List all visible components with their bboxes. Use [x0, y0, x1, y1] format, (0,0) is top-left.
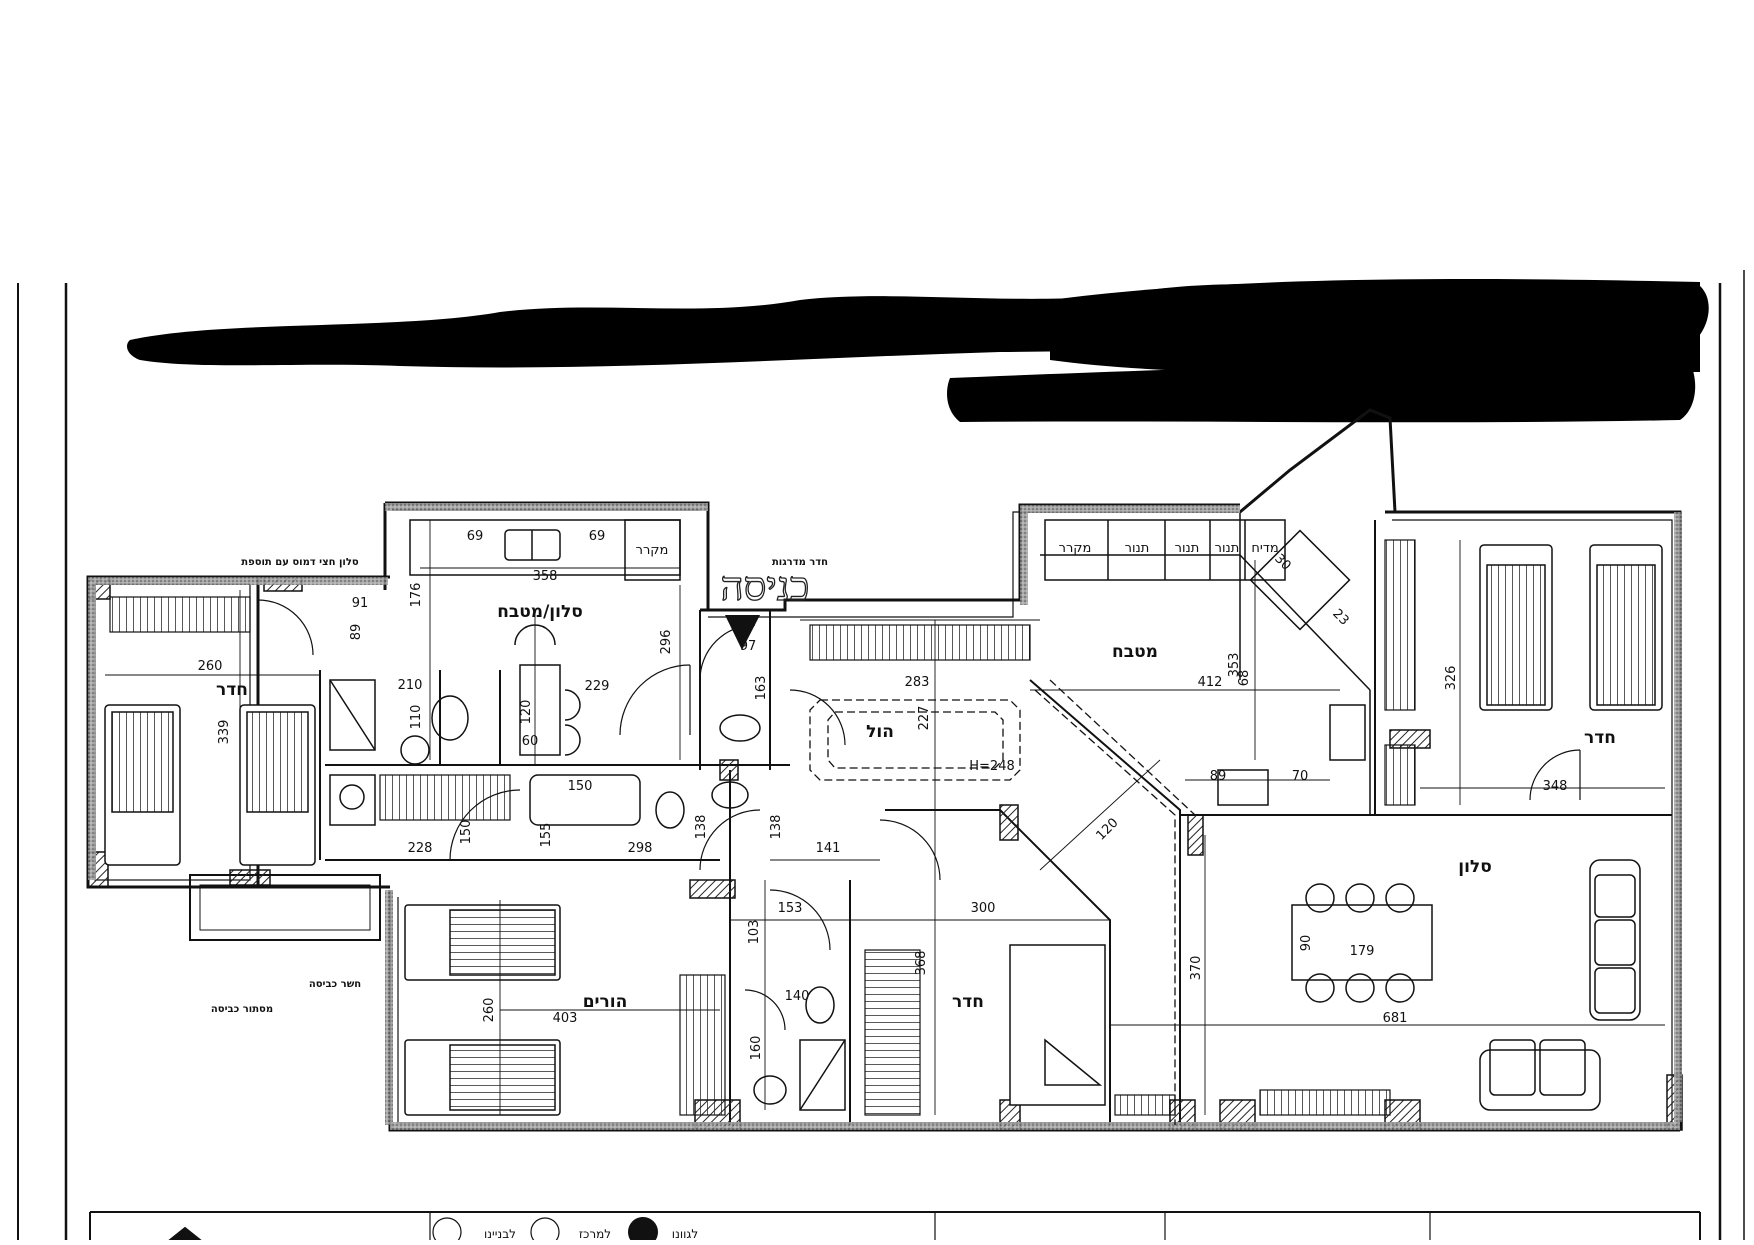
oven-label-1: תנור	[1125, 541, 1150, 556]
dim-69a: 69	[467, 529, 484, 544]
dining	[514, 624, 1433, 1003]
dim-90: 90	[1299, 935, 1314, 952]
dim-353: 353	[1227, 653, 1242, 678]
dim-229: 229	[585, 679, 610, 694]
dim-138b: 138	[769, 815, 784, 840]
dimension-lines	[105, 520, 1665, 1115]
dim-326: 326	[1444, 666, 1459, 691]
doors	[257, 599, 1581, 1031]
dim-160: 160	[749, 1036, 764, 1061]
dim-155: 155	[539, 823, 554, 848]
room-label-living-kitchen: סלון/מטבח	[497, 602, 583, 622]
dim-176: 176	[409, 583, 424, 608]
dim-403: 403	[553, 1011, 578, 1026]
wall-texture	[88, 503, 1682, 1130]
dim-296: 296	[659, 630, 674, 655]
dim-339: 339	[217, 720, 232, 745]
dim-23: 23	[1329, 606, 1351, 628]
legend-item-2: למרכז	[579, 1227, 611, 1240]
dim-163: 163	[754, 676, 769, 701]
dim-300: 300	[971, 901, 996, 916]
dim-97: 97	[740, 639, 757, 654]
title-block	[89, 1211, 1701, 1245]
beds	[104, 544, 1663, 1116]
dim-179: 179	[1350, 944, 1375, 959]
room-label-center: חדר	[952, 992, 984, 1012]
dim-368: 368	[914, 951, 929, 976]
dishwasher-label: מדיח	[1251, 541, 1278, 556]
dim-138a: 138	[694, 815, 709, 840]
dim-91: 91	[352, 596, 369, 611]
dim-260b: 260	[482, 998, 497, 1023]
dim-150b: 150	[459, 820, 474, 845]
room-label-living: סלון	[1458, 857, 1492, 877]
room-label-hall: הול	[866, 722, 894, 742]
dim-68: 68	[1237, 670, 1252, 687]
sofas	[1479, 859, 1641, 1111]
fixtures	[329, 679, 846, 1111]
dim-210: 210	[398, 678, 423, 693]
entrance-label: כניסה	[721, 564, 810, 610]
dim-89b: 89	[1210, 769, 1227, 784]
dim-103: 103	[747, 920, 762, 945]
dim-370: 370	[1189, 956, 1204, 981]
kitchen-fridge-label: מקרר	[1059, 541, 1092, 556]
oven-label-3: תנור	[1215, 541, 1240, 556]
dim-110: 110	[409, 705, 424, 730]
laundry-label-2: חשר כביסה	[309, 979, 361, 990]
dim-140: 140	[785, 989, 810, 1004]
legend-item-3: לגוונו	[672, 1227, 698, 1240]
hall-rug	[809, 679, 1196, 1125]
dim-120b: 120	[1093, 815, 1121, 843]
room-label-kitchen: מטבח	[1112, 642, 1158, 662]
living-note: סלון חצי דמוס עם תוספת	[241, 557, 359, 568]
dim-120a: 120	[519, 700, 534, 725]
dim-228: 228	[408, 841, 433, 856]
room-label-parents: הורים	[583, 992, 628, 1012]
dim-69b: 69	[589, 529, 606, 544]
room-label-right: חדר	[1584, 728, 1616, 748]
dim-412: 412	[1198, 675, 1223, 690]
dim-89a: 89	[349, 624, 364, 641]
fridge-label: מקרר	[636, 543, 669, 558]
hall-height-label: H=248	[969, 759, 1014, 774]
entrance-marker	[725, 615, 760, 650]
laundry-label: מסתור כביסה	[211, 1004, 273, 1015]
dim-150a: 150	[568, 779, 593, 794]
dim-298: 298	[628, 841, 653, 856]
oven-label-2: תנור	[1175, 541, 1200, 556]
stair-note: חדר מדרגות	[772, 557, 828, 568]
counters	[409, 519, 1366, 806]
room-label-left: חדר	[216, 680, 248, 700]
dim-260a: 260	[198, 659, 223, 674]
dim-348: 348	[1543, 779, 1568, 794]
legend-item-1: לבניינו	[484, 1227, 516, 1240]
dim-283: 283	[905, 675, 930, 690]
dim-681: 681	[1383, 1011, 1408, 1026]
dim-60: 60	[522, 734, 539, 749]
dim-141: 141	[816, 841, 841, 856]
dim-227: 227	[917, 706, 932, 731]
dim-153: 153	[778, 901, 803, 916]
sheet-frame	[17, 270, 1745, 1240]
dim-70: 70	[1292, 769, 1309, 784]
dim-358: 358	[533, 569, 558, 584]
redaction-mark	[127, 279, 1709, 423]
